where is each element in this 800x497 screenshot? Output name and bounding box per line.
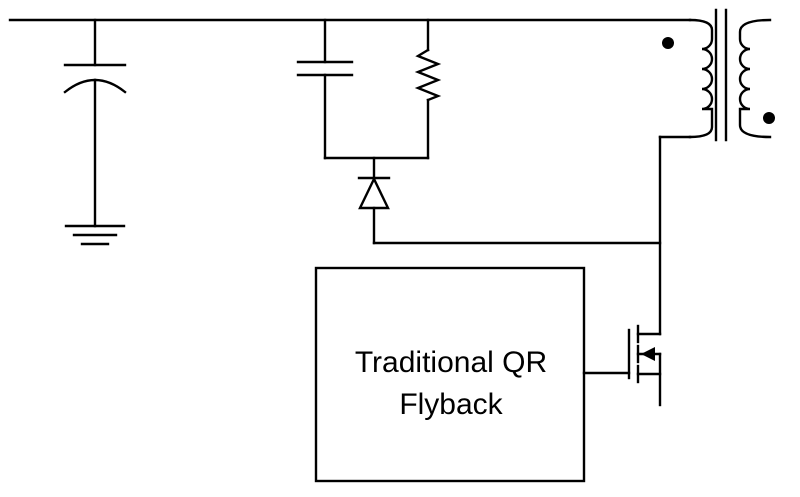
snubber-resistor bbox=[414, 18, 442, 160]
snubber-capacitor bbox=[296, 18, 354, 160]
ground-symbol bbox=[64, 224, 126, 246]
mosfet-switch bbox=[627, 324, 662, 407]
body-diode-arrow bbox=[641, 347, 655, 361]
bulk-capacitor bbox=[63, 18, 127, 228]
controller-block: Traditional QR Flyback bbox=[314, 266, 586, 483]
controller-label-line1: Traditional QR bbox=[355, 346, 547, 379]
primary-winding bbox=[688, 18, 714, 139]
secondary-winding bbox=[738, 18, 772, 139]
secondary-dot-marker bbox=[763, 112, 775, 124]
clamp-diode bbox=[357, 176, 662, 245]
transformer bbox=[662, 8, 775, 142]
switch-node bbox=[658, 135, 692, 336]
primary-dot-marker bbox=[662, 37, 674, 49]
transformer-core bbox=[714, 8, 728, 142]
snubber-node bbox=[323, 156, 430, 180]
controller-label-line2: Flyback bbox=[399, 388, 503, 421]
